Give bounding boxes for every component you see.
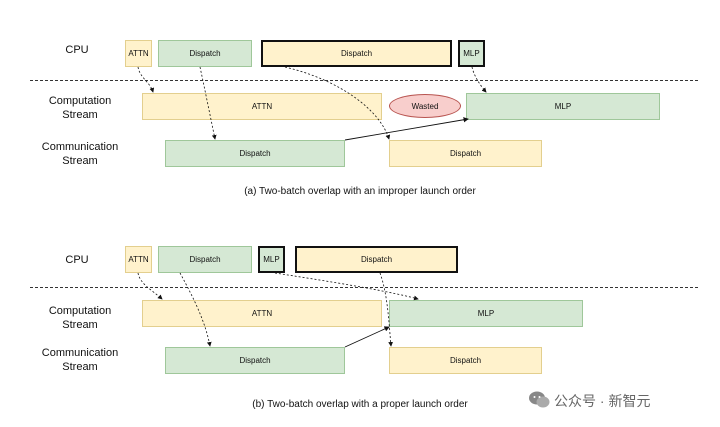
cpu-mlp-a: MLP: [458, 40, 485, 67]
cpu-label-a: CPU: [65, 44, 89, 56]
cpu-mlp-b: MLP: [258, 246, 285, 273]
comm-dispatch-a-2: Dispatch: [389, 140, 542, 167]
wechat-icon: [529, 391, 550, 408]
computation-stream-label-b: Computation Stream: [48, 305, 112, 331]
cpu-dispatch-a-1: Dispatch: [158, 40, 252, 67]
arrow-b-solid: [344, 326, 390, 348]
comm-dispatch-a-1: Dispatch: [165, 140, 345, 167]
cpu-dispatch-a-2: Dispatch: [261, 40, 452, 67]
arrow-a-solid: [344, 117, 469, 141]
cpu-dispatch-b-2: Dispatch: [295, 246, 458, 273]
comm-dispatch-b-1: Dispatch: [165, 347, 345, 374]
divider-a: [30, 80, 698, 81]
cpu-attn-b: ATTN: [125, 246, 152, 273]
arrow-b-mlp: [274, 272, 419, 301]
arrow-a-dispatch2: [284, 66, 391, 140]
arrow-b-dispatch1: [179, 272, 212, 347]
cpu-attn-a: ATTN: [125, 40, 152, 67]
arrow-a-attn: [137, 66, 155, 93]
arrow-b-dispatch2: [379, 272, 394, 347]
arrow-a-dispatch1: [199, 66, 217, 140]
arrow-b-attn: [137, 272, 163, 300]
caption-b: (b) Two-batch overlap with a proper laun…: [252, 399, 468, 410]
arrow-a-mlp: [471, 66, 487, 93]
compute-attn-b: ATTN: [142, 300, 382, 327]
watermark-text: 公众号 · 新智元: [554, 393, 651, 409]
cpu-dispatch-b: Dispatch: [158, 246, 252, 273]
caption-a: (a) Two-batch overlap with an improper l…: [244, 186, 476, 197]
compute-mlp-b: MLP: [389, 300, 583, 327]
compute-mlp-a: MLP: [466, 93, 660, 120]
compute-attn-a: ATTN: [142, 93, 382, 120]
communication-stream-label-a: Communication Stream: [41, 141, 119, 167]
communication-stream-label-b: Communication Stream: [41, 347, 119, 373]
wasted-ellipse: Wasted: [389, 94, 461, 118]
cpu-label-b: CPU: [65, 254, 89, 266]
comm-dispatch-b-2: Dispatch: [389, 347, 542, 374]
divider-b: [30, 287, 698, 288]
computation-stream-label-a: Computation Stream: [48, 95, 112, 121]
